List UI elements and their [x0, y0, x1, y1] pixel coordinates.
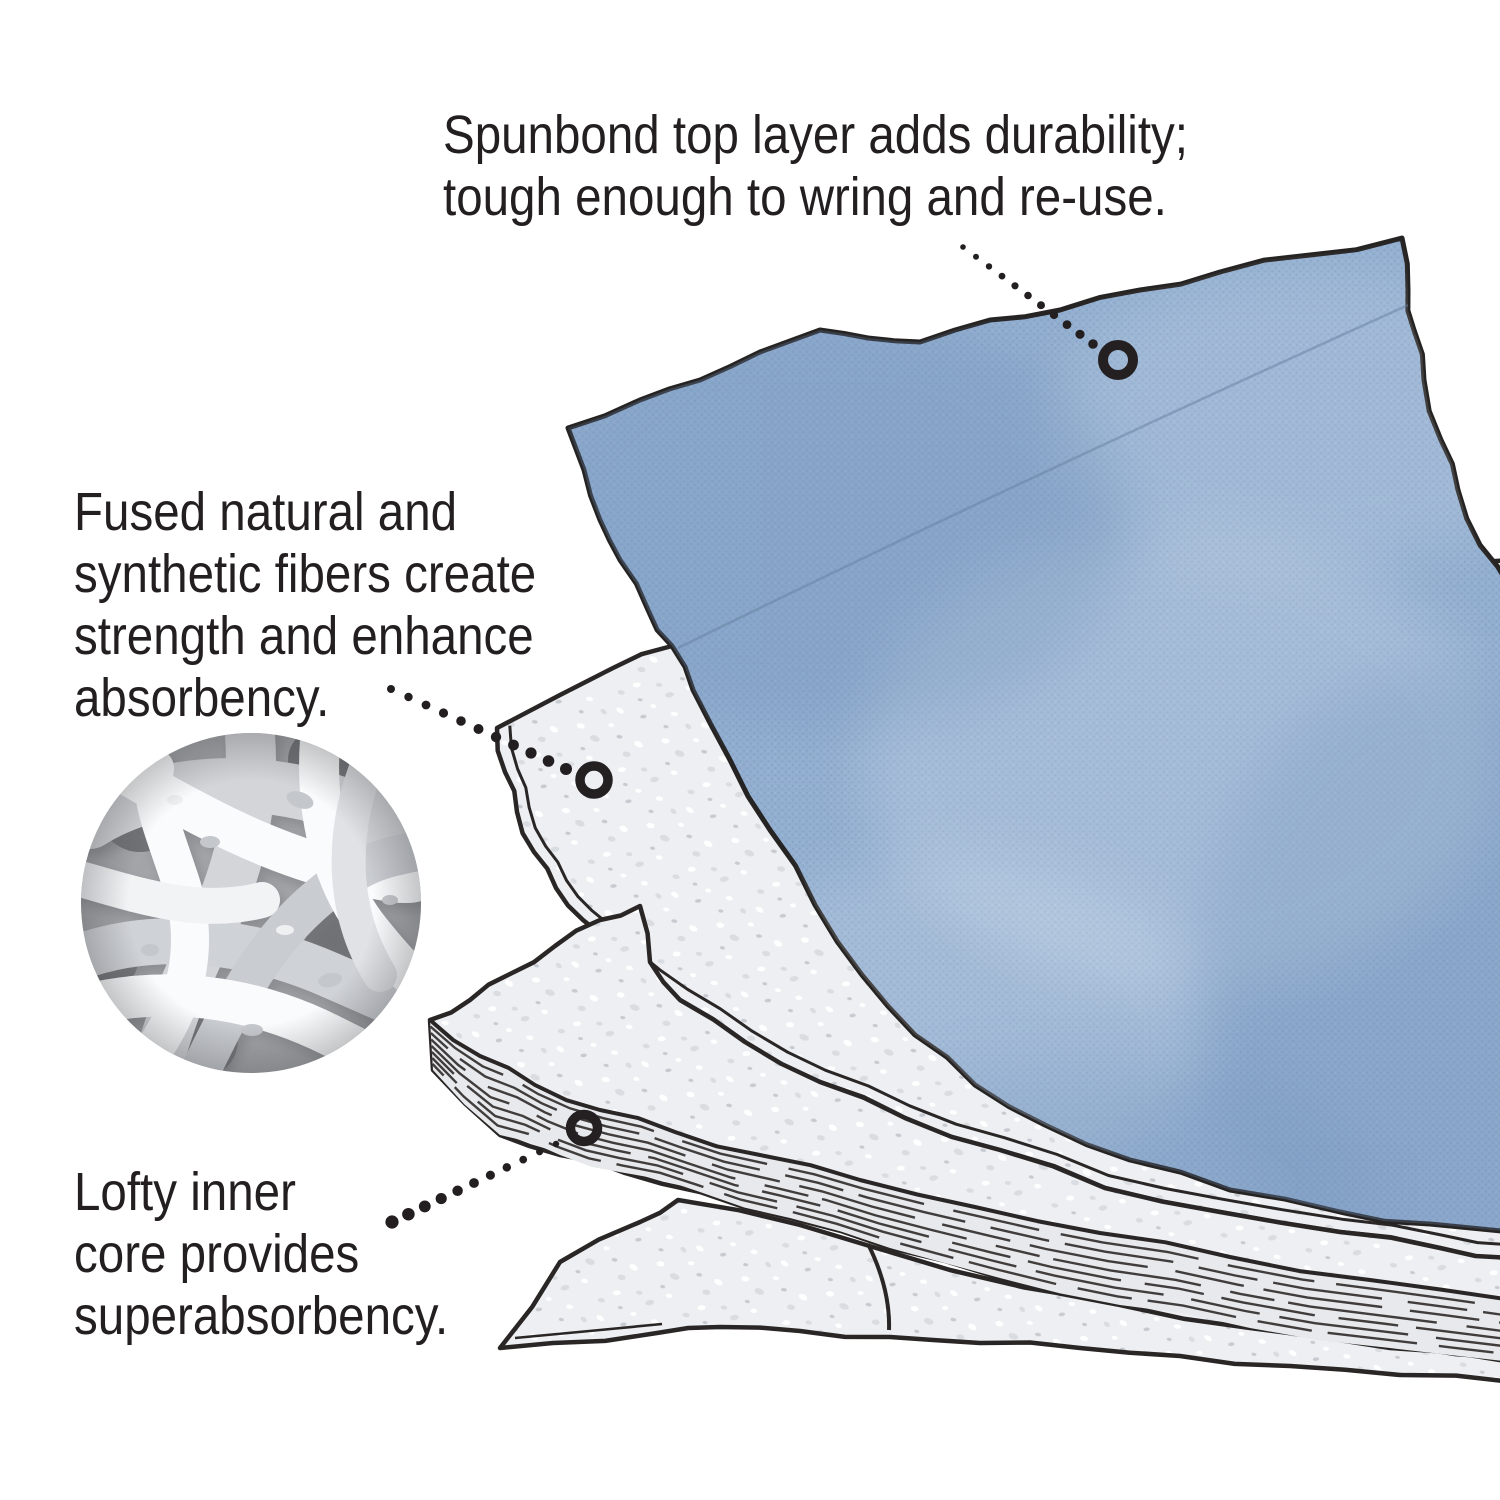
ring-marker-icon	[1098, 340, 1138, 380]
core-striation-line	[430, 1045, 1500, 1332]
caption-line: superabsorbency.	[74, 1286, 449, 1346]
fiber-circle-vignette	[81, 733, 421, 1073]
leader-dot	[1088, 339, 1098, 349]
leader-dot	[438, 708, 449, 718]
leader-dot	[387, 685, 395, 693]
fiber-closeup-circle	[81, 733, 421, 1073]
caption-line: strength and enhance	[74, 606, 534, 666]
dotted-leader-line	[385, 1140, 560, 1229]
leader-dot	[552, 1140, 560, 1148]
caption-line: core provides	[74, 1224, 360, 1284]
core-striation-line	[431, 1063, 1500, 1355]
core-striation-line	[431, 1057, 1500, 1347]
leader-dot	[536, 1148, 544, 1156]
leader-dot	[508, 739, 519, 751]
caption-line: tough enough to wring and re-use.	[443, 167, 1167, 227]
core-striation-line	[431, 1051, 1500, 1340]
bottom-sheet-edge-line	[514, 1322, 663, 1340]
leader-dot	[985, 263, 993, 270]
caption-line: Spunbond top layer adds durability;	[443, 105, 1188, 165]
leader-dot	[525, 747, 537, 759]
leader-dot	[418, 1200, 431, 1213]
leader-dot	[402, 1207, 415, 1221]
leader-dot	[452, 1185, 463, 1197]
annotation-markers	[385, 244, 1138, 1229]
bottom-sheet	[497, 1197, 1500, 1383]
leader-dot	[485, 1170, 495, 1180]
leader-dot	[473, 724, 484, 734]
core-striation-line	[429, 1032, 1500, 1316]
fused-sheet-edge-line	[508, 725, 1500, 1246]
leader-dot	[560, 763, 572, 775]
caption-line: absorbency.	[74, 668, 330, 728]
leader-dot	[519, 1155, 528, 1164]
leader-dot	[1062, 320, 1072, 329]
core-striation-line	[429, 1025, 1500, 1308]
leader-dot	[1049, 310, 1059, 320]
leader-dot	[469, 1178, 479, 1188]
leader-dot	[960, 244, 966, 250]
caption-spunbond: Spunbond top layer adds durability; toug…	[443, 104, 1188, 228]
leader-dot	[1037, 301, 1045, 310]
caption-line: Lofty inner	[74, 1162, 296, 1222]
core-striation-line	[430, 1038, 1500, 1324]
leader-dot	[973, 253, 979, 260]
ring-marker-icon	[565, 1109, 603, 1147]
caption-line: Fused natural and	[74, 482, 458, 542]
leader-dot	[435, 1193, 447, 1205]
bottom-sheet-fold-line	[866, 1243, 892, 1331]
caption-core: Lofty inner core provides superabsorbenc…	[74, 1161, 448, 1347]
fabric-shading	[568, 310, 1130, 730]
leader-dot	[421, 700, 431, 710]
leader-dot	[1011, 282, 1019, 290]
leader-dot	[1024, 291, 1032, 300]
dotted-leader-line	[960, 244, 1098, 349]
leader-dot	[502, 1163, 512, 1172]
leader-dot	[456, 716, 466, 726]
ring-marker-icon	[575, 761, 613, 799]
leader-dot	[490, 731, 502, 743]
leader-dot	[542, 755, 555, 767]
bottom-sheet	[497, 1197, 1500, 1383]
leader-dot	[1075, 329, 1085, 339]
dotted-leader-line	[387, 685, 572, 775]
core-band-top-line	[428, 1018, 1500, 1301]
lofty-inner-core	[427, 903, 1500, 1363]
fabric-crease-line	[677, 300, 1416, 650]
leader-dot	[998, 272, 1006, 280]
leader-dot	[385, 1215, 399, 1229]
leader-dot	[404, 692, 413, 702]
caption-line: synthetic fibers create	[74, 544, 537, 604]
caption-fused: Fused natural and synthetic fibers creat…	[74, 481, 536, 729]
